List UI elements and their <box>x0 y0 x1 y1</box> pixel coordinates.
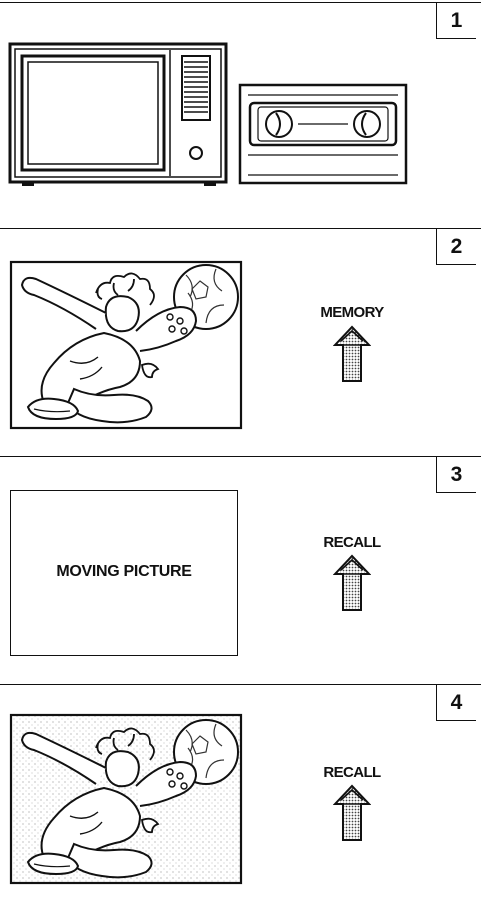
videocassette-icon <box>238 83 410 187</box>
step-number-badge: 2 <box>436 229 476 265</box>
up-arrow-button-icon <box>333 554 371 612</box>
panel-divider <box>0 228 481 229</box>
panel-divider <box>0 2 481 3</box>
recall-button-label: RECALL <box>297 534 407 551</box>
soccer-player-image <box>10 261 242 429</box>
up-arrow-button-icon <box>333 325 371 383</box>
panel-divider <box>0 456 481 457</box>
step-number-badge: 4 <box>436 685 476 721</box>
recall-button-label: RECALL <box>297 764 407 781</box>
panel-divider <box>0 684 481 685</box>
moving-picture-text: MOVING PICTURE <box>11 563 237 581</box>
step-number-badge: 1 <box>436 3 476 39</box>
up-arrow-button-icon <box>333 784 371 842</box>
soccer-player-image <box>10 714 242 884</box>
step-number-badge: 3 <box>436 457 476 493</box>
television-icon <box>8 42 230 186</box>
moving-picture-screen: MOVING PICTURE <box>10 490 238 656</box>
memory-button-label: MEMORY <box>297 304 407 321</box>
